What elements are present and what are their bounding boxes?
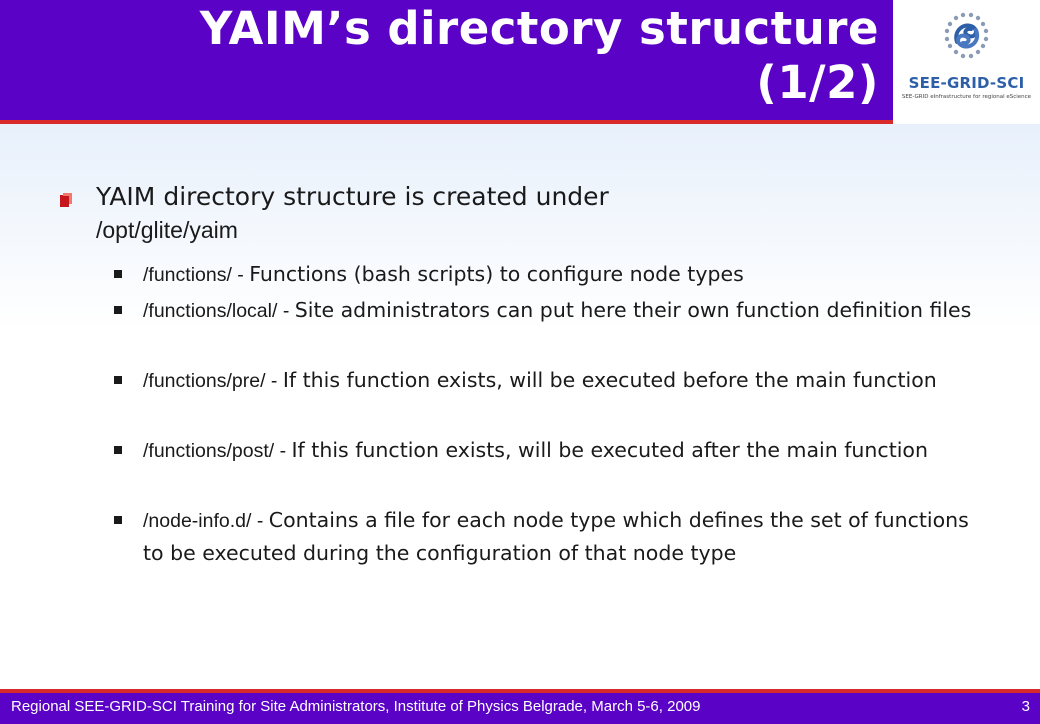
- sub-bullet-text: Site administrators can put here their o…: [294, 298, 972, 322]
- sub-bullet-text: Functions (bash scripts) to configure no…: [249, 262, 744, 286]
- title-line-1: YAIM’s directory structure: [199, 2, 879, 55]
- sub-bullet-separator: -: [277, 300, 295, 322]
- sub-bullet-path: /functions/local/: [143, 300, 278, 322]
- sub-bullet-functions-pre: /functions/pre/ - If this function exist…: [143, 364, 988, 397]
- see-grid-sci-logo: SEE-GRID-SCI SEE-GRID eInfrastructure fo…: [893, 0, 1040, 124]
- main-bullet-path: /opt/glite/yaim: [96, 217, 238, 243]
- title-bar: YAIM’s directory structure (1/2): [0, 0, 893, 124]
- square-bullet-icon: [114, 446, 122, 454]
- footer-bar: Regional SEE-GRID-SCI Training for Site …: [0, 689, 1040, 724]
- red-bullet-icon: [60, 193, 72, 207]
- title-line-2: (1/2): [756, 56, 879, 109]
- main-bullet: YAIM directory structure is created unde…: [96, 180, 976, 247]
- sub-bullet-path: /functions/pre/: [143, 370, 266, 392]
- footer-text: Regional SEE-GRID-SCI Training for Site …: [11, 698, 701, 715]
- square-bullet-icon: [114, 516, 122, 524]
- sub-bullet-separator: -: [251, 510, 269, 532]
- sub-bullet-path: /functions/post/: [143, 440, 275, 462]
- sub-bullet-functions-post: /functions/post/ - If this function exis…: [143, 434, 988, 467]
- swirl-logo-icon: [944, 12, 989, 59]
- logo-name: SEE-GRID-SCI: [908, 74, 1025, 92]
- page-number: 3: [1021, 698, 1030, 715]
- slide-content: YAIM directory structure is created unde…: [60, 180, 988, 569]
- square-bullet-icon: [114, 306, 122, 314]
- square-bullet-icon: [114, 376, 122, 384]
- sub-bullet-text: If this function exists, will be execute…: [282, 368, 937, 392]
- sub-bullet-functions: /functions/ - Functions (bash scripts) t…: [143, 258, 988, 291]
- sub-bullet-separator: -: [274, 440, 292, 462]
- logo-tagline: SEE-GRID eInfrastructure for regional eS…: [901, 94, 1032, 100]
- slide-title: YAIM’s directory structure (1/2): [200, 2, 879, 110]
- sub-bullet-text: Contains a file for each node type which…: [143, 508, 969, 565]
- sub-bullet-functions-local: /functions/local/ - Site administrators …: [143, 294, 988, 327]
- sub-bullet-text: If this function exists, will be execute…: [291, 438, 928, 462]
- sub-bullet-separator: -: [231, 264, 250, 286]
- sub-bullet-node-info: /node-info.d/ - Contains a file for each…: [143, 504, 988, 569]
- main-bullet-text: YAIM directory structure is created unde…: [96, 182, 609, 211]
- sub-bullet-path: /functions/: [143, 264, 232, 286]
- sub-bullet-path: /node-info.d/: [143, 510, 252, 532]
- sub-bullet-separator: -: [265, 370, 283, 392]
- square-bullet-icon: [114, 270, 122, 278]
